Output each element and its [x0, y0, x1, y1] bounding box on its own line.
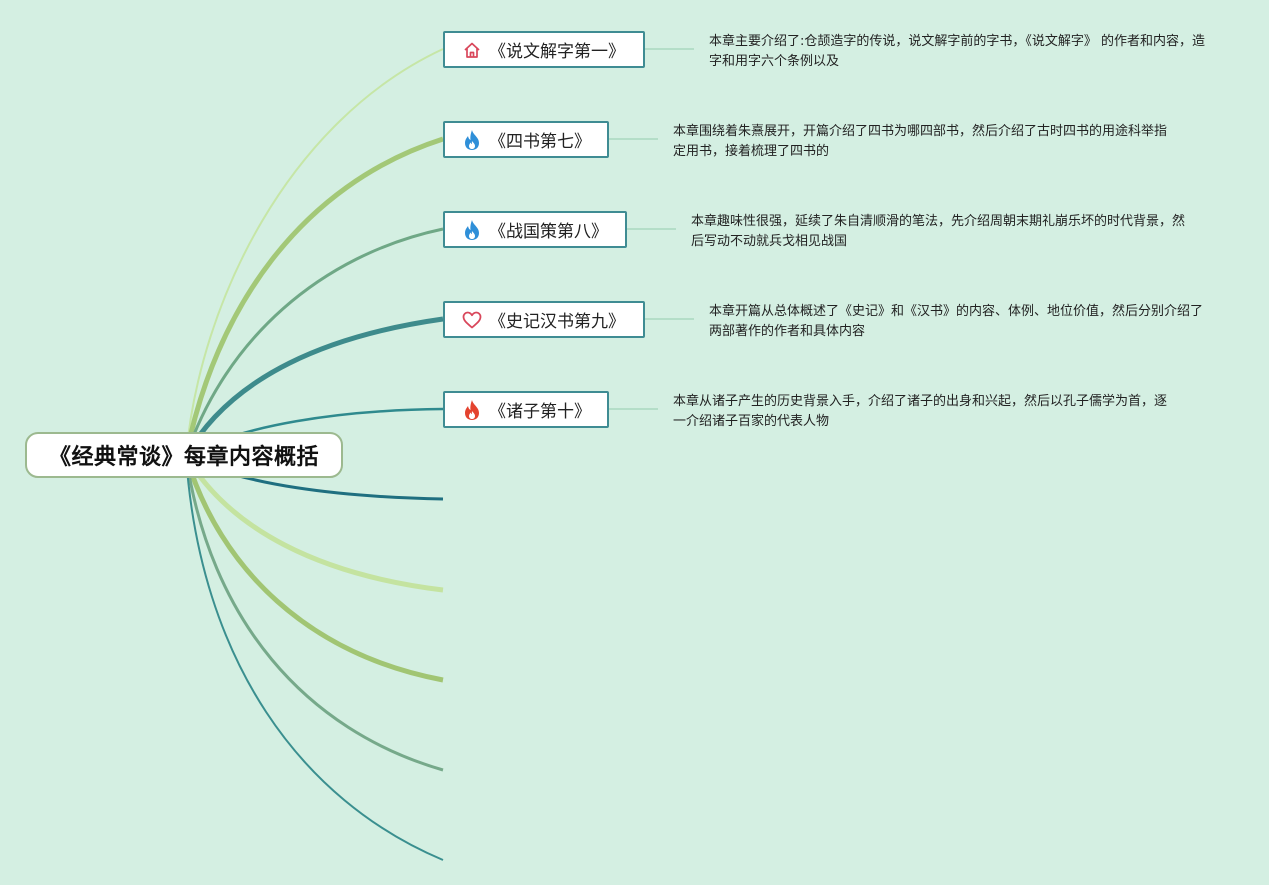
branch-line-3 [184, 227, 444, 457]
branch-line-9 [184, 455, 444, 772]
topic-summary: 本章主要介绍了:仓颉造字的传说，说文解字前的字书，《说文解字》 的作者和内容，造… [709, 34, 1206, 69]
topic-shiji-hanshu[interactable]: 《史记汉书第九》 [443, 301, 645, 338]
topic-summary: 本章从诸子产生的历史背景入手，介绍了诸子的出身和兴起，然后以孔子儒学为首，逐一介… [673, 394, 1168, 429]
topic-zhanguoce[interactable]: 《战国策第八》 [443, 211, 627, 248]
root-topic-label: 《经典常谈》每章内容概括 [48, 445, 319, 470]
topic-sishu[interactable]: 《四书第七》 [443, 121, 609, 158]
branch-line-4 [183, 316, 444, 458]
branch-line-2 [183, 136, 444, 457]
heart-icon [461, 309, 483, 331]
topic-label: 《四书第七》 [489, 132, 591, 152]
home-icon [461, 39, 483, 61]
flame-icon [461, 219, 483, 241]
topic-label: 《诸子第十》 [489, 402, 591, 422]
topic-shuowen-jiezi[interactable]: 《说文解字第一》 [443, 31, 645, 68]
topic-summary: 本章围绕着朱熹展开，开篇介绍了四书为哪四部书，然后介绍了古时四书的用途科举指定用… [673, 124, 1168, 159]
topic-label: 《战国策第八》 [489, 222, 608, 242]
root-topic[interactable]: 《经典常谈》每章内容概括 [25, 432, 343, 478]
branch-line-7 [183, 454, 444, 593]
topic-label: 《史记汉书第九》 [489, 312, 625, 332]
flame-icon [461, 399, 483, 421]
branch-line-10 [185, 455, 444, 861]
topic-zhuzi[interactable]: 《诸子第十》 [443, 391, 609, 428]
branch-line-1 [185, 48, 444, 457]
flame-icon [461, 129, 483, 151]
topic-summary: 本章开篇从总体概述了《史记》和《汉书》的内容、体例、地位价值，然后分别介绍了两部… [709, 304, 1204, 339]
topic-summary: 本章趣味性很强，延续了朱自清顺滑的笔法，先介绍周朝末期礼崩乐坏的时代背景，然后写… [691, 214, 1186, 249]
branch-line-8 [183, 455, 444, 683]
topic-label: 《说文解字第一》 [489, 42, 625, 62]
